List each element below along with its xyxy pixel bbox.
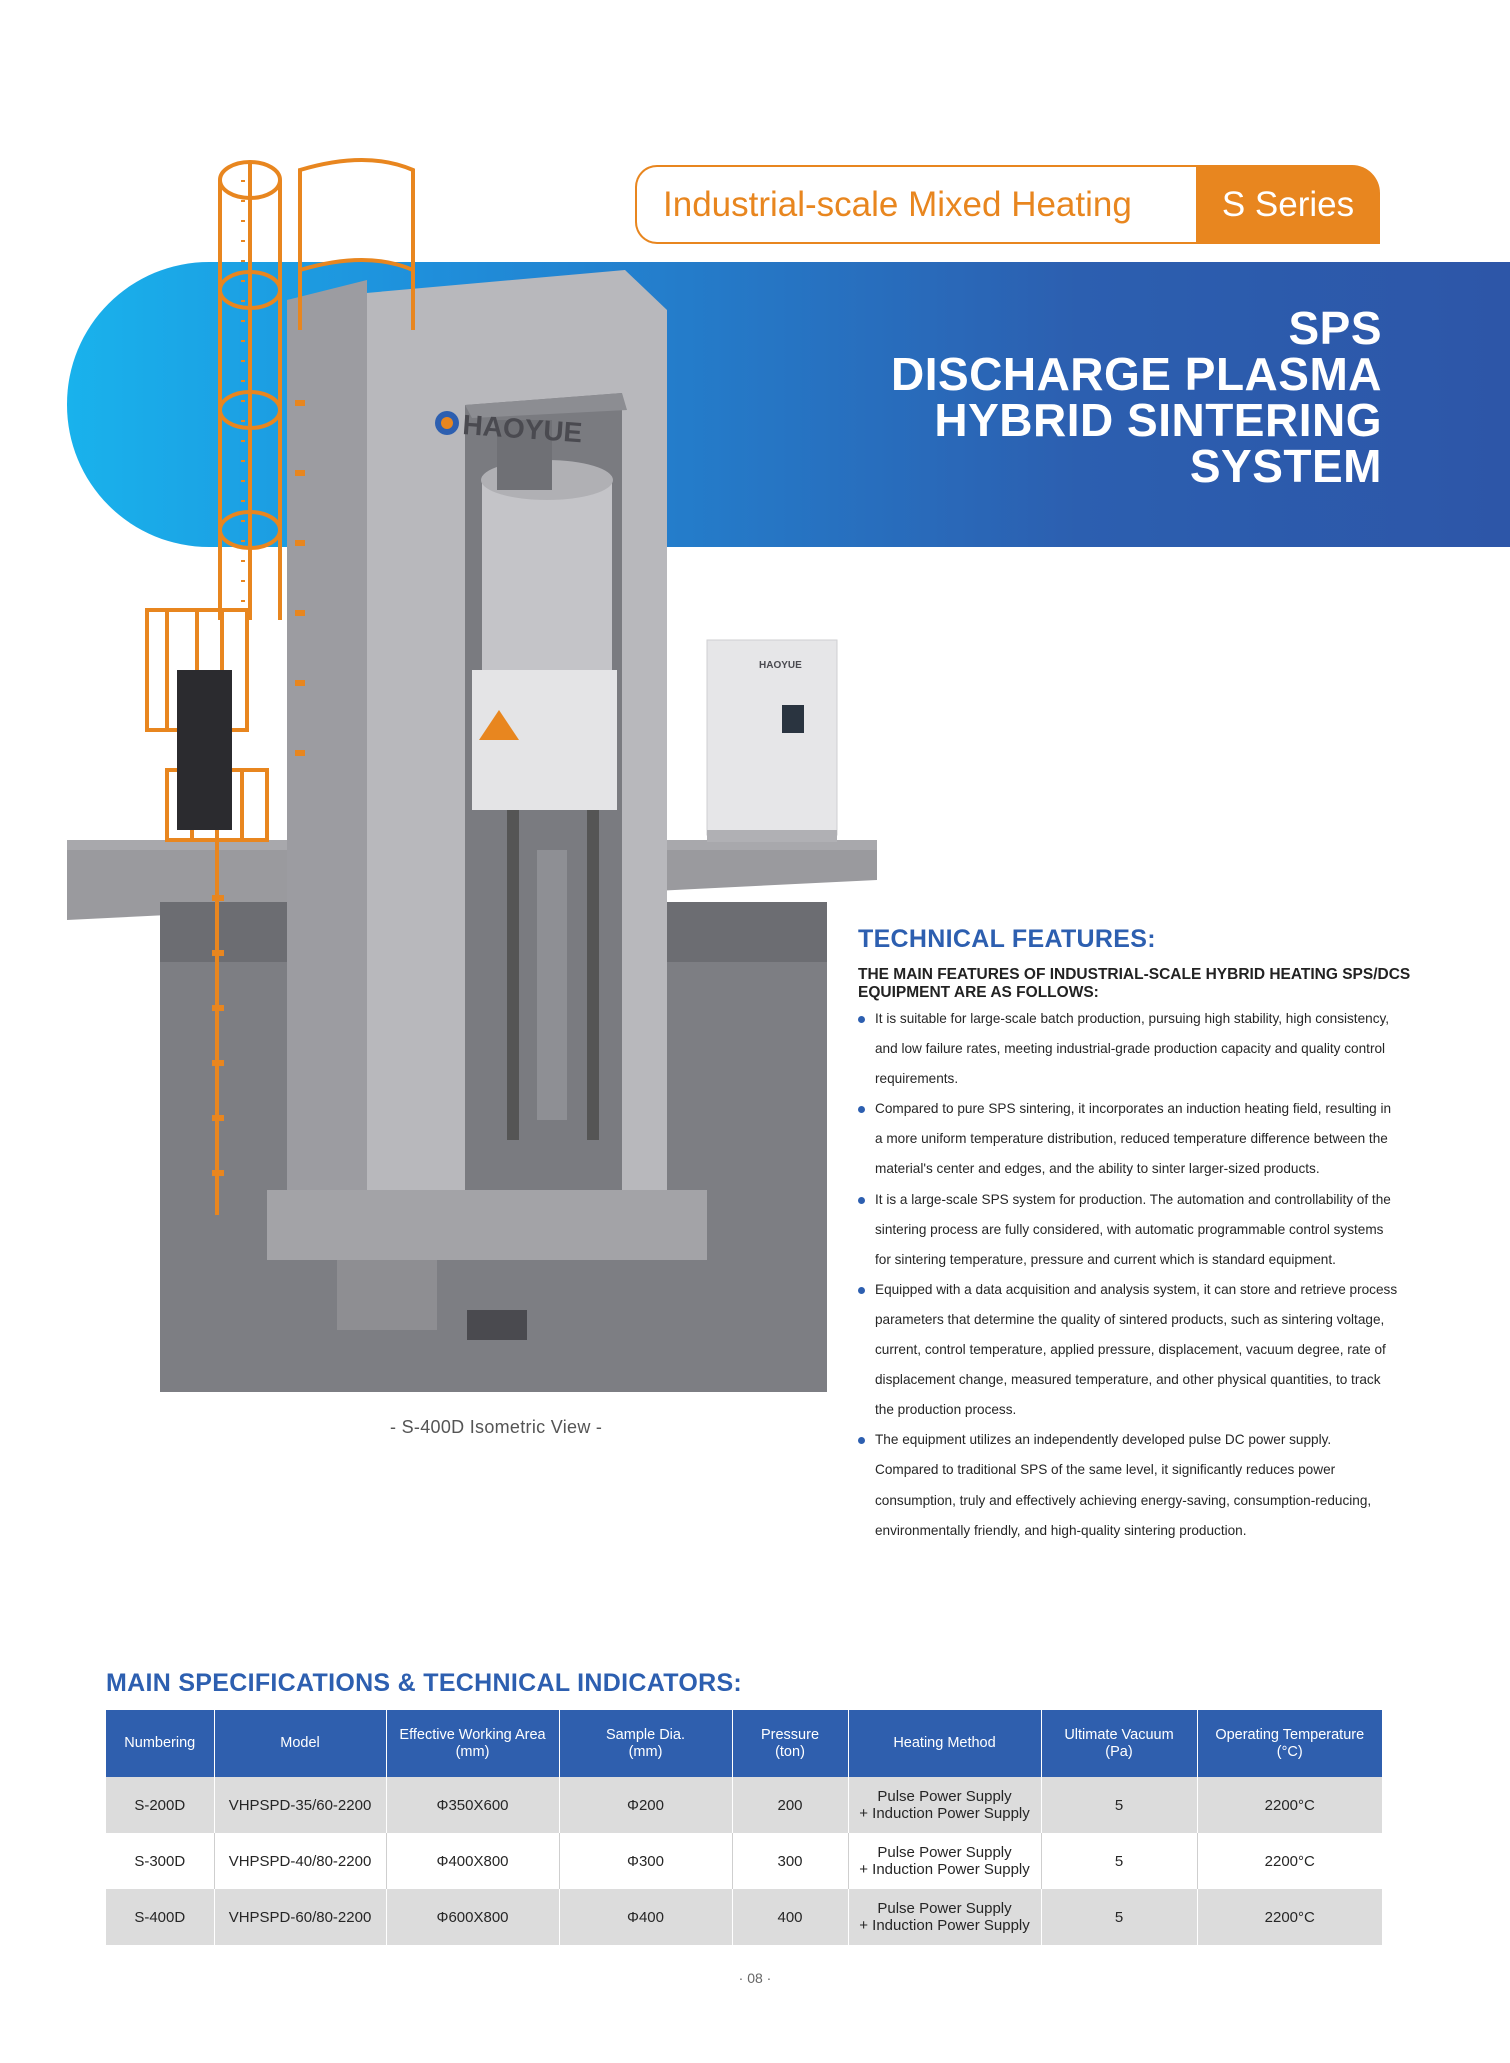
figure-caption: - S-400D Isometric View - xyxy=(390,1417,603,1437)
table-cell: VHPSPD-40/80-2200 xyxy=(214,1833,387,1889)
column-header-line: Heating Method xyxy=(893,1735,996,1751)
title-line: DISCHARGE PLASMA xyxy=(890,348,1382,400)
column-header: Sample Dia.(mm) xyxy=(559,1710,733,1777)
table-cell: Pulse Power Supply+ Induction Power Supp… xyxy=(848,1833,1042,1889)
table-cell: Φ350X600 xyxy=(386,1777,560,1833)
column-header-line: Numbering xyxy=(124,1735,196,1751)
table-cell: 300 xyxy=(732,1833,849,1889)
series-label: Industrial-scale Mixed Heating xyxy=(635,165,1196,244)
table-cell: S-400D xyxy=(106,1889,215,1945)
column-header-line: (ton) xyxy=(775,1743,805,1760)
table-cell: 2200°C xyxy=(1197,1777,1382,1833)
column-header-line: Ultimate Vacuum xyxy=(1064,1726,1174,1743)
table-cell: 2200°C xyxy=(1264,1852,1315,1870)
title-line: SYSTEM xyxy=(1189,440,1382,492)
column-header: Heating Method xyxy=(848,1710,1042,1777)
table-cell: 5 xyxy=(1041,1777,1198,1833)
features-heading: TECHNICAL FEATURES: xyxy=(858,925,1156,953)
feature-item: It is a large-scale SPS system for produ… xyxy=(858,1185,1398,1275)
feature-item: It is suitable for large-scale batch pro… xyxy=(858,1004,1398,1094)
title-line: HYBRID SINTERING xyxy=(934,394,1382,446)
feature-item: Compared to pure SPS sintering, it incor… xyxy=(858,1094,1398,1184)
table-cell: Pulse Power Supply+ Induction Power Supp… xyxy=(848,1889,1042,1945)
column-header: Effective Working Area(mm) xyxy=(386,1710,560,1777)
column-header-line: (°C) xyxy=(1276,1743,1303,1760)
series-tag: Industrial-scale Mixed Heating S Series xyxy=(635,165,1380,244)
table-cell: Φ300 xyxy=(559,1833,733,1889)
column-header-line: Pressure xyxy=(760,1726,820,1743)
table-cell: 2200°C xyxy=(1197,1889,1382,1945)
column-header-line: (mm) xyxy=(628,1743,663,1760)
column-header: Numbering xyxy=(106,1710,215,1777)
features-subheading: THE MAIN FEATURES OF INDUSTRIAL-SCALE HY… xyxy=(858,966,1411,1001)
table-cell: S-200D xyxy=(106,1777,215,1833)
column-header-line: Model xyxy=(280,1735,320,1751)
machine-illustration: HAOYUE HAOYUE xyxy=(67,158,877,1392)
title-line: SPS xyxy=(1288,302,1382,354)
table-cell: Pulse Power Supply+ Induction Power Supp… xyxy=(848,1777,1042,1833)
table-cell: VHPSPD-35/60-2200 xyxy=(214,1777,387,1833)
feature-item: The equipment utilizes an independently … xyxy=(858,1425,1398,1545)
table-cell: VHPSPD-60/80-2200 xyxy=(214,1889,387,1945)
table-cell: Φ200 xyxy=(559,1777,733,1833)
table-cell: 5 xyxy=(1041,1833,1198,1889)
table-cell: Φ600X800 xyxy=(386,1889,560,1945)
table-cell: 200 xyxy=(732,1777,849,1833)
column-header-line: Effective Working Area xyxy=(399,1726,546,1743)
column-header-line: Sample Dia. xyxy=(606,1726,685,1743)
specs-heading: MAIN SPECIFICATIONS & TECHNICAL INDICATO… xyxy=(106,1669,743,1697)
features-list: It is suitable for large-scale batch pro… xyxy=(858,1004,1398,1546)
column-header: Pressure(ton) xyxy=(732,1710,849,1777)
cabinet-brand: HAOYUE xyxy=(759,660,802,671)
column-header-line: Operating Temperature xyxy=(1215,1726,1365,1743)
column-header: Model xyxy=(214,1710,387,1777)
column-header-line: (Pa) xyxy=(1105,1743,1133,1760)
column-header: Ultimate Vacuum(Pa) xyxy=(1041,1710,1198,1777)
column-header: Operating Temperature(°C) xyxy=(1197,1710,1382,1777)
table-cell: Φ400X800 xyxy=(386,1833,560,1889)
table-cell: 5 xyxy=(1041,1889,1198,1945)
product-title: SPS DISCHARGE PLASMA HYBRID SINTERING SY… xyxy=(891,305,1382,489)
table-cell: 400 xyxy=(732,1889,849,1945)
page-number: · 08 · xyxy=(738,1970,772,1986)
table-cell: S-300D xyxy=(106,1833,215,1889)
feature-item: Equipped with a data acquisition and ana… xyxy=(858,1275,1398,1425)
column-header-line: (mm) xyxy=(455,1743,490,1760)
series-name: S Series xyxy=(1196,165,1380,244)
table-cell: Φ400 xyxy=(559,1889,733,1945)
